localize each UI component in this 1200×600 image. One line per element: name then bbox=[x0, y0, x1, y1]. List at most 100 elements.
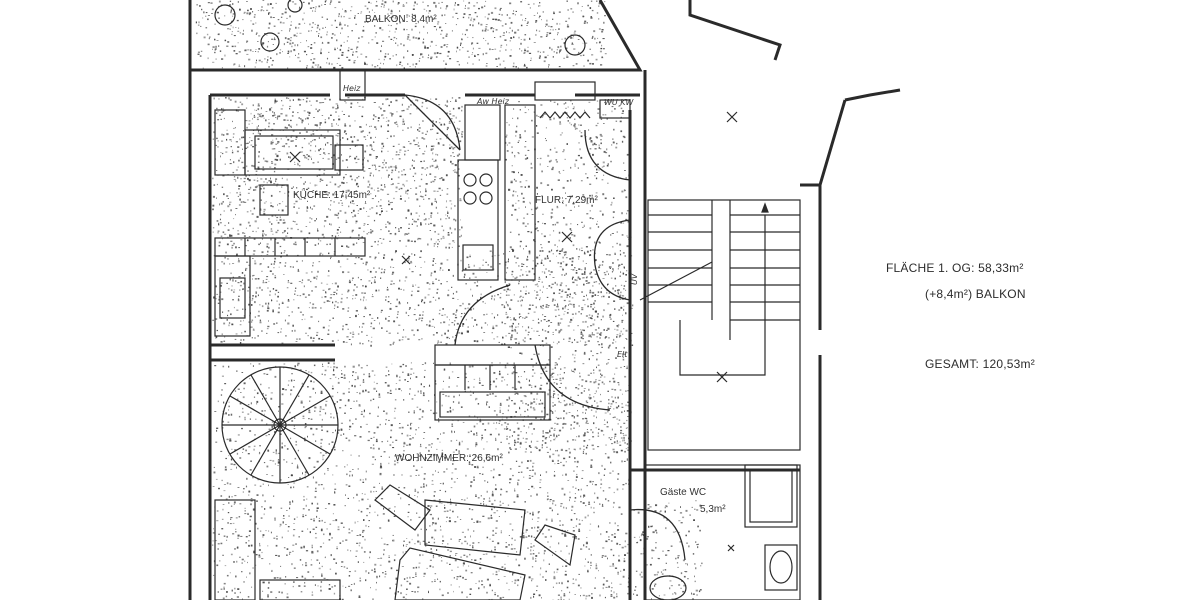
stipple-dot bbox=[254, 484, 257, 486]
stipple-dot bbox=[345, 494, 346, 496]
stipple-dot bbox=[435, 241, 437, 243]
stipple-dot bbox=[279, 158, 281, 161]
stipple-dot bbox=[275, 137, 278, 140]
stipple-dot bbox=[476, 15, 478, 18]
stipple-dot bbox=[262, 42, 265, 45]
stipple-dot bbox=[229, 203, 231, 206]
stipple-dot bbox=[255, 292, 257, 294]
stipple-dot bbox=[342, 308, 345, 310]
stipple-dot bbox=[402, 120, 405, 123]
stipple-dot bbox=[346, 56, 349, 58]
stipple-dot bbox=[382, 238, 385, 240]
stipple-dot bbox=[395, 42, 397, 44]
stipple-dot bbox=[501, 321, 503, 324]
stipple-dot bbox=[486, 63, 488, 64]
stipple-dot bbox=[248, 58, 251, 61]
stipple-dot bbox=[305, 332, 307, 334]
stipple-dot bbox=[520, 269, 523, 271]
stipple-dot bbox=[380, 229, 382, 231]
stipple-dot bbox=[358, 313, 359, 315]
stipple-dot bbox=[424, 150, 426, 152]
stipple-dot bbox=[303, 182, 305, 185]
stipple-dot bbox=[333, 119, 335, 121]
stipple-dot bbox=[512, 371, 515, 373]
stipple-dot bbox=[594, 273, 597, 275]
stipple-dot bbox=[424, 45, 426, 48]
stipple-dot bbox=[490, 28, 492, 30]
stipple-dot bbox=[258, 363, 261, 365]
stipple-dot bbox=[388, 104, 390, 107]
stipple-dot bbox=[612, 470, 614, 472]
stipple-dot bbox=[248, 179, 251, 182]
stipple-dot bbox=[289, 266, 292, 268]
stipple-dot bbox=[239, 556, 241, 558]
stipple-dot bbox=[529, 423, 532, 425]
stipple-dot bbox=[587, 326, 589, 328]
stipple-dot bbox=[497, 595, 499, 597]
stipple-dot bbox=[489, 433, 492, 436]
stipple-dot bbox=[490, 11, 494, 14]
stipple-dot bbox=[617, 324, 620, 326]
stipple-dot bbox=[220, 495, 223, 497]
stipple-dot bbox=[324, 556, 326, 558]
stipple-dot bbox=[407, 315, 410, 317]
stipple-dot bbox=[491, 503, 494, 506]
stipple-dot bbox=[559, 23, 561, 25]
stipple-dot bbox=[430, 149, 433, 151]
stipple-dot bbox=[367, 498, 369, 500]
stipple-dot bbox=[468, 16, 470, 19]
stipple-dot bbox=[247, 596, 250, 598]
stipple-dot bbox=[474, 319, 477, 321]
stipple-dot bbox=[359, 392, 361, 394]
stipple-dot bbox=[520, 42, 522, 45]
stipple-dot bbox=[368, 280, 371, 282]
stipple-dot bbox=[393, 515, 396, 517]
stipple-dot bbox=[554, 362, 557, 364]
stipple-dot bbox=[282, 232, 284, 234]
stipple-dot bbox=[347, 497, 349, 499]
stipple-dot bbox=[321, 565, 323, 568]
stipple-dot bbox=[594, 393, 596, 394]
stipple-dot bbox=[435, 299, 437, 301]
stipple-dot bbox=[545, 518, 548, 521]
stipple-dot bbox=[366, 508, 369, 510]
stipple-dot bbox=[605, 336, 608, 338]
stipple-dot bbox=[237, 434, 240, 436]
stipple-dot bbox=[330, 200, 332, 202]
stipple-dot bbox=[360, 11, 363, 13]
stipple-dot bbox=[428, 288, 431, 290]
stipple-dot bbox=[370, 187, 373, 190]
stipple-dot bbox=[257, 161, 260, 163]
stipple-dot bbox=[491, 494, 494, 496]
stipple-dot bbox=[580, 595, 581, 597]
stipple-dot bbox=[226, 139, 228, 141]
stipple-dot bbox=[600, 64, 603, 66]
stipple-dot bbox=[486, 402, 487, 405]
stipple-dot bbox=[341, 67, 344, 69]
stipple-dot bbox=[430, 222, 433, 225]
stipple-dot bbox=[337, 186, 340, 188]
stipple-dot bbox=[577, 538, 580, 540]
stipple-dot bbox=[455, 311, 457, 313]
stipple-dot bbox=[235, 180, 237, 182]
stipple-dot bbox=[379, 238, 382, 239]
stipple-dot bbox=[410, 368, 413, 370]
stipple-dot bbox=[286, 593, 289, 595]
stipple-dot bbox=[494, 7, 497, 10]
stipple-dot bbox=[384, 382, 387, 384]
stipple-dot bbox=[494, 594, 496, 596]
stipple-dot bbox=[437, 23, 439, 25]
stipple-dot bbox=[301, 146, 304, 149]
stipple-dot bbox=[319, 253, 321, 256]
stipple-dot bbox=[571, 264, 573, 266]
stipple-dot bbox=[513, 317, 515, 319]
stipple-dot bbox=[451, 286, 453, 288]
stipple-dot bbox=[375, 289, 377, 292]
stipple-dot bbox=[224, 54, 226, 57]
stipple-dot bbox=[403, 289, 405, 291]
stipple-dot bbox=[255, 418, 257, 420]
stipple-dot bbox=[573, 513, 576, 515]
stipple-dot bbox=[352, 243, 355, 246]
stipple-dot bbox=[551, 373, 553, 375]
stipple-dot bbox=[314, 244, 317, 246]
